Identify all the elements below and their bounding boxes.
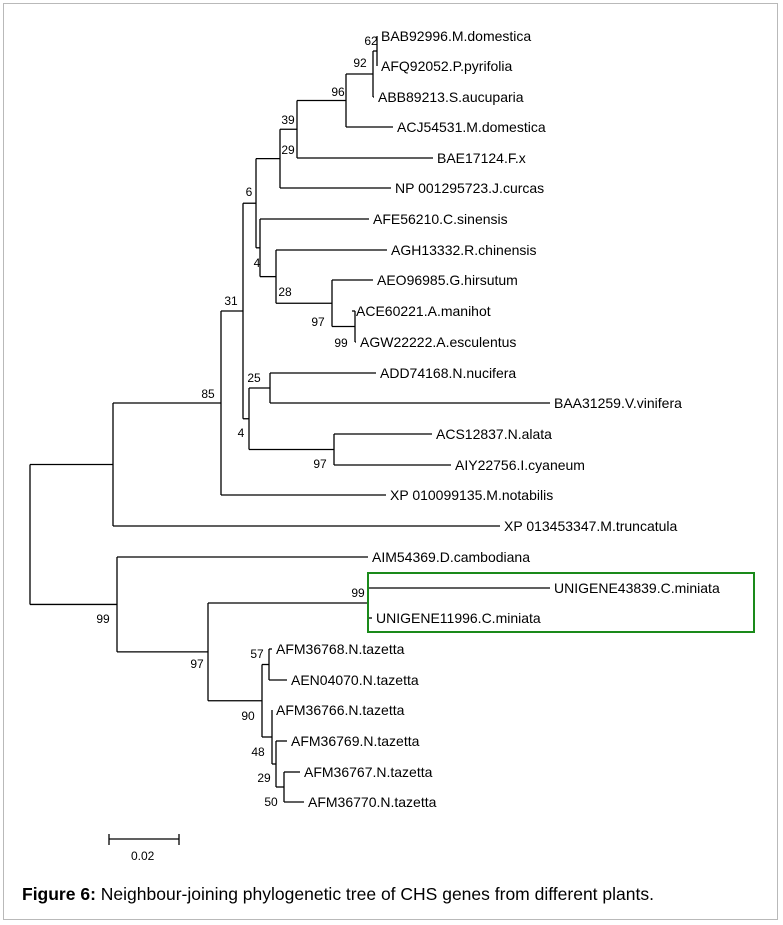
leaf-label: AFM36766.N.tazetta (276, 702, 405, 718)
bootstrap-value: 99 (96, 612, 110, 626)
leaf-label: AIY22756.I.cyaneum (455, 457, 585, 473)
bootstrap-value: 31 (224, 294, 238, 308)
bootstrap-value: 6 (246, 185, 253, 199)
leaf-label: AFE56210.C.sinensis (373, 211, 508, 227)
bootstrap-value: 29 (281, 143, 295, 157)
leaf-label: AFM36768.N.tazetta (276, 641, 405, 657)
bootstrap-value: 25 (247, 371, 261, 385)
bootstrap-value: 28 (278, 285, 292, 299)
leaf-label: BAB92996.M.domestica (381, 28, 531, 44)
leaf-label: AFM36769.N.tazetta (291, 733, 420, 749)
leaf-label: AEO96985.G.hirsutum (377, 272, 518, 288)
bootstrap-value: 97 (190, 657, 204, 671)
leaf-label: XP 010099135.M.notabilis (390, 487, 553, 503)
bootstrap-value: 48 (251, 745, 265, 759)
leaf-label: UNIGENE43839.C.miniata (554, 580, 720, 596)
bootstrap-value: 97 (311, 315, 325, 329)
tree-branches (29, 36, 550, 803)
leaf-label: ACE60221.A.manihot (356, 303, 491, 319)
bootstrap-value: 85 (201, 387, 215, 401)
leaf-label: AEN04070.N.tazetta (291, 672, 419, 688)
figure-caption: Figure 6: Neighbour-joining phylogenetic… (22, 884, 654, 905)
leaf-label: NP 001295723.J.curcas (395, 180, 544, 196)
bootstrap-value: 99 (334, 336, 348, 350)
leaf-label: AIM54369.D.cambodiana (372, 549, 530, 565)
leaf-label: AGH13332.R.chinensis (391, 242, 537, 258)
bootstrap-value: 4 (238, 426, 245, 440)
bootstrap-value: 4 (254, 256, 261, 270)
leaf-label: AFM36767.N.tazetta (304, 764, 433, 780)
bootstrap-value: 57 (250, 647, 264, 661)
leaf-label: ADD74168.N.nucifera (380, 365, 516, 381)
leaf-label: AGW22222.A.esculentus (360, 334, 516, 350)
bootstrap-value: 29 (257, 771, 271, 785)
bootstrap-value: 50 (264, 795, 278, 809)
highlight-box (367, 572, 755, 633)
leaf-label: AFQ92052.P.pyrifolia (381, 58, 512, 74)
bootstrap-value: 92 (353, 56, 367, 70)
leaf-label: ACJ54531.M.domestica (397, 119, 546, 135)
leaf-label: XP 013453347.M.truncatula (504, 518, 678, 534)
leaf-label: ACS12837.N.alata (436, 426, 552, 442)
leaf-label: ABB89213.S.aucuparia (378, 89, 524, 105)
bootstrap-value: 62 (364, 34, 378, 48)
figure-frame (3, 3, 778, 920)
bootstrap-value: 39 (281, 113, 295, 127)
leaf-label: UNIGENE11996.C.miniata (376, 610, 541, 626)
bootstrap-value: 97 (313, 457, 327, 471)
bootstrap-value: 96 (331, 85, 345, 99)
scale-bar-label: 0.02 (131, 849, 155, 863)
leaf-label: AFM36770.N.tazetta (308, 794, 437, 810)
leaf-label: BAA31259.V.vinifera (554, 395, 682, 411)
bootstrap-value: 90 (241, 709, 255, 723)
bootstrap-value: 99 (351, 586, 365, 600)
leaf-label: BAE17124.F.x (437, 150, 526, 166)
caption-text: Neighbour-joining phylogenetic tree of C… (95, 884, 654, 904)
tree-labels: BAB92996.M.domesticaAFQ92052.P.pyrifolia… (96, 28, 720, 810)
caption-label: Figure 6: (22, 884, 96, 904)
scale-bar: 0.02 (108, 834, 180, 863)
